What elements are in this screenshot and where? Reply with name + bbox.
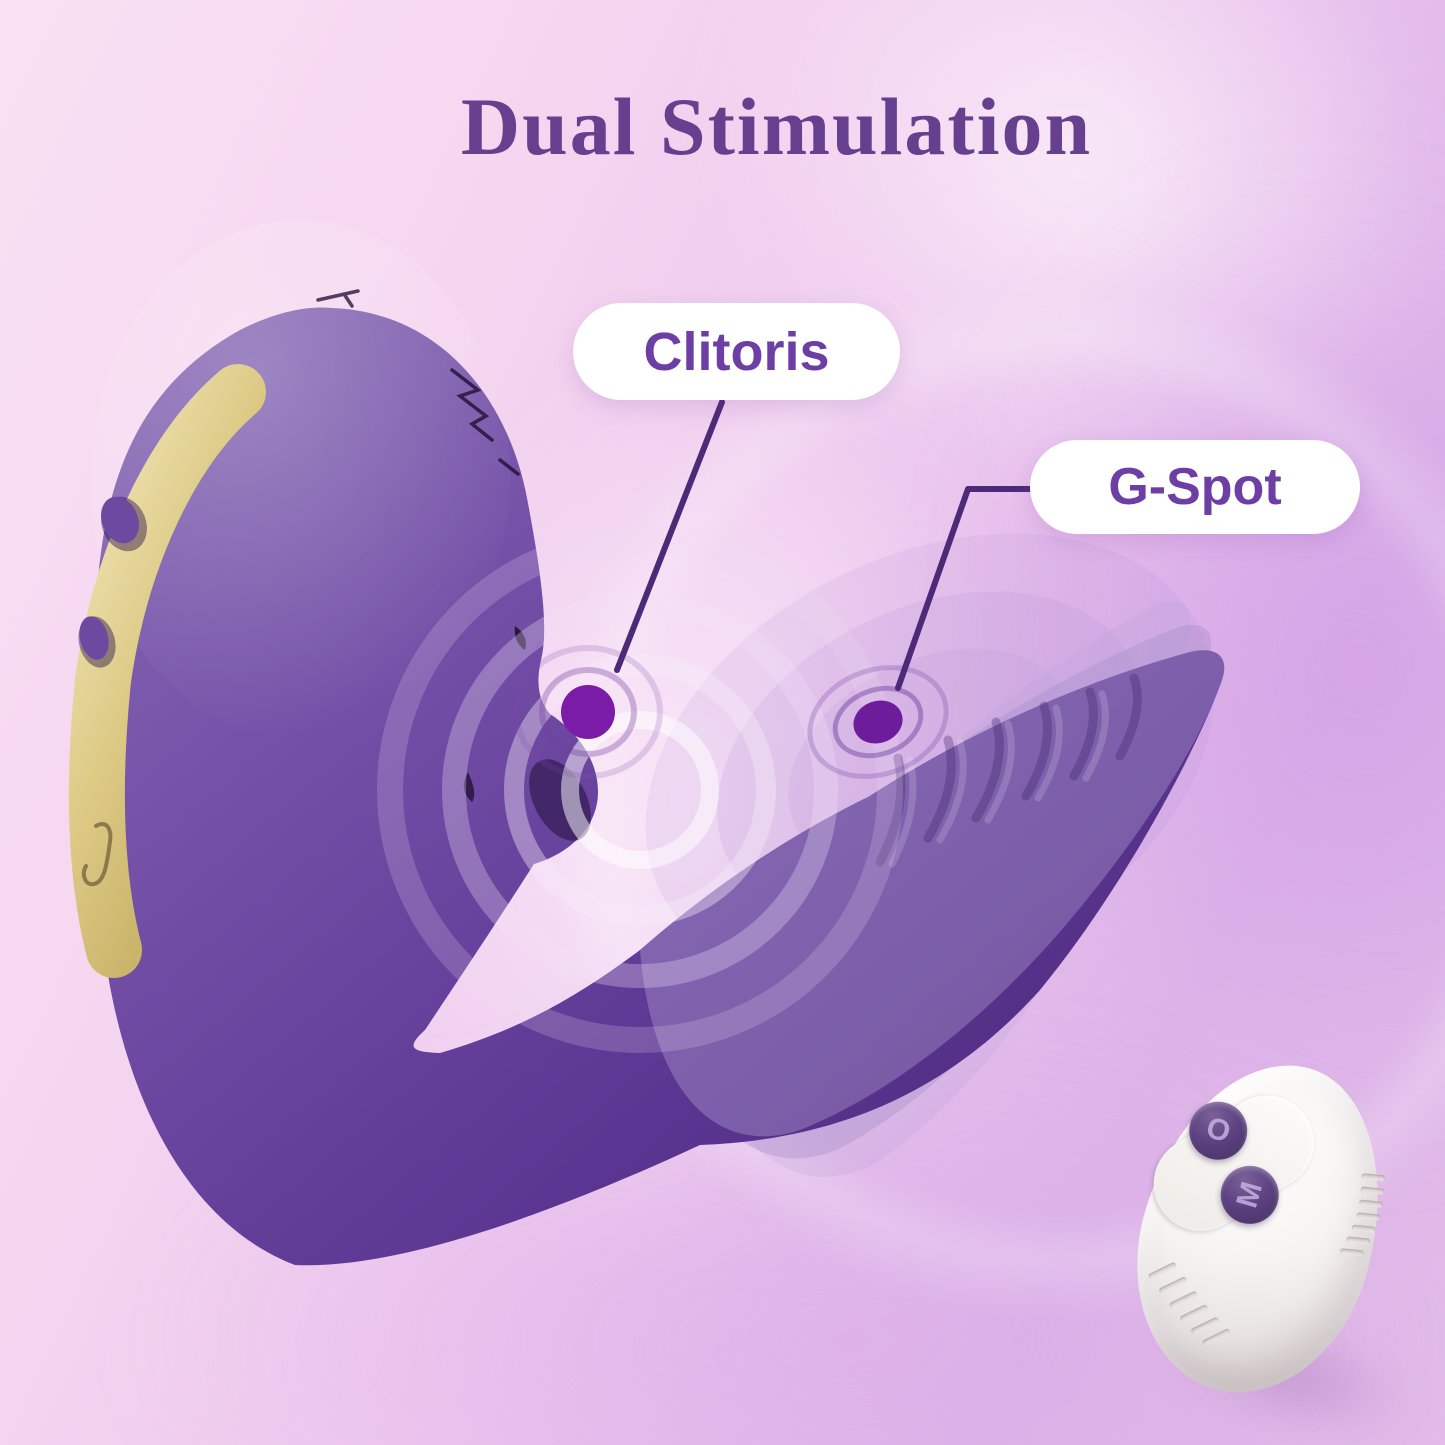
remote-groove [1147,1261,1178,1281]
callout-leader-lines [614,399,1035,691]
remote-groove [1179,1303,1209,1323]
remote-groove [1201,1327,1232,1347]
remote-groove [1190,1316,1220,1335]
remote-groove [1168,1290,1199,1309]
head-highlight [90,220,510,740]
clitoris-leader-line [614,399,725,673]
remote-groove [1339,1248,1365,1257]
shaft-ridges [875,673,1143,868]
callout-gspot: G-Spot [1030,440,1360,534]
remote-groove [1346,1236,1371,1245]
remote-groove [1361,1173,1386,1182]
callout-clitoris-label: Clitoris [643,321,830,382]
head-buttons [78,496,147,668]
callout-gspot-label: G-Spot [1108,458,1282,516]
remote-groove [1360,1186,1385,1195]
remote-groove [1158,1275,1188,1295]
clitoris-dot [513,645,663,779]
remote-groove [1358,1199,1384,1208]
mode-icon: M [1229,1178,1269,1212]
shaft-surface [640,650,1225,1137]
head-top-marks [316,289,520,476]
gspot-dot [807,665,949,779]
page-title: Dual Stimulation [460,81,1093,172]
gold-band [68,364,266,978]
callout-clitoris: Clitoris [573,303,900,400]
remote-groove [1351,1224,1377,1233]
clitoris-vibration-ripples [377,527,903,1053]
remote-groove [1356,1212,1381,1221]
gspot-leader-line [895,486,1035,691]
gold-logo-mark [81,822,113,887]
power-icon: O [1202,1111,1235,1150]
